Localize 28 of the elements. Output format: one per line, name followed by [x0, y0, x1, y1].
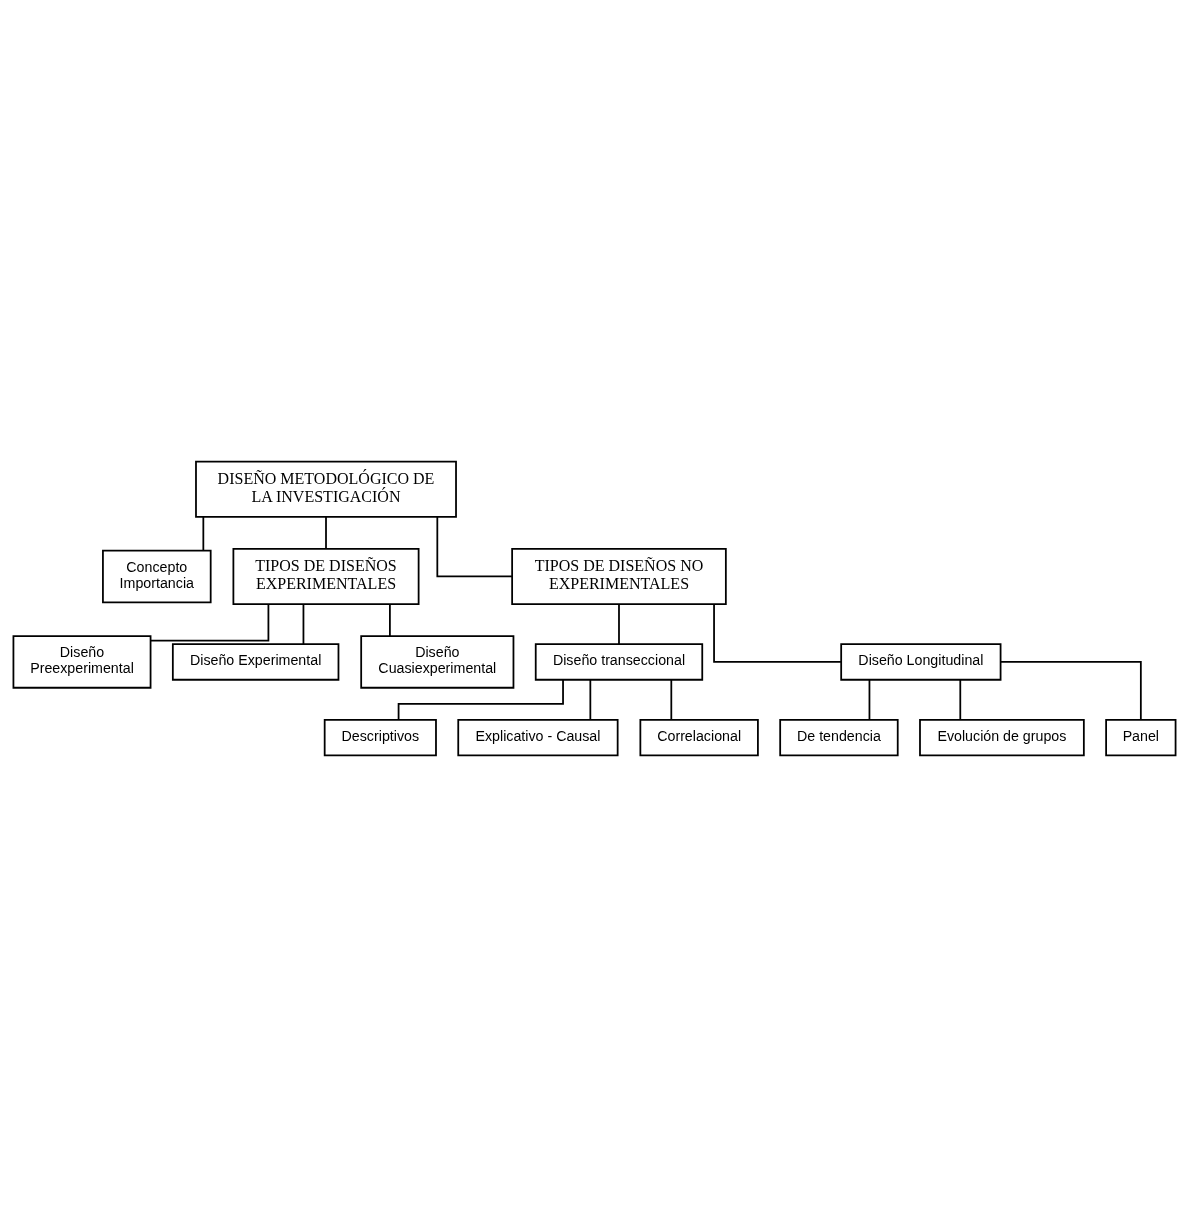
connector [670, 678, 673, 720]
connector [325, 515, 327, 550]
node-box: Diseño Cuasiexperimental [360, 634, 515, 689]
connector [618, 602, 620, 645]
connector [959, 678, 962, 720]
connector [302, 602, 305, 645]
connector [589, 678, 592, 720]
node-box: TIPOS DE DISEÑOS NO EXPERIMENTALES [511, 547, 727, 605]
node-box: Descriptivos [323, 718, 437, 756]
connector [999, 660, 1142, 721]
node-box: Correlacional [639, 718, 759, 756]
node-box: TIPOS DE DISEÑOS EXPERIMENTALES [232, 547, 420, 605]
node-box: De tendencia [779, 718, 899, 756]
connector [436, 515, 513, 577]
node-box: Explicativo - Causal [457, 718, 619, 756]
connector [149, 603, 270, 641]
connector [868, 678, 871, 720]
node-box: Diseño Preexperimental [12, 634, 152, 689]
node-box: Diseño transeccional [534, 642, 704, 681]
connector [202, 515, 205, 551]
node-box: Diseño Experimental [171, 642, 340, 681]
node-box: DISEÑO METODOLÓGICO DE LA INVESTIGACIÓN [195, 460, 457, 518]
node-box: Evolución de grupos [919, 718, 1085, 756]
connector [389, 602, 391, 637]
connector [713, 602, 842, 663]
node-box: Concepto Importancia [102, 549, 212, 603]
node-box: Diseño Longitudinal [840, 642, 1002, 681]
node-box: Panel [1105, 718, 1177, 756]
